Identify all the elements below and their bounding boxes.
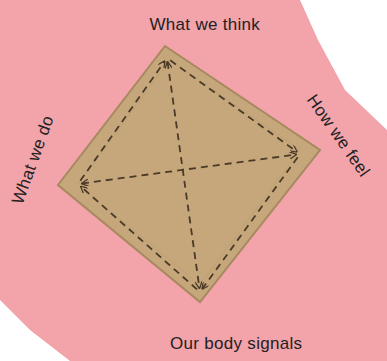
concept-label: Our body signals [170,334,302,354]
dashed-arrow [202,157,297,289]
cardboard-diamond [58,46,320,302]
concept-text: What we think [150,15,261,34]
cardboard-texture [78,60,300,285]
dashed-arrow [81,187,197,290]
dashed-arrow [80,61,164,180]
concept-text: Our body signals [170,334,302,353]
concept-label: What we think [150,15,261,35]
dashed-arrow [82,155,296,184]
dashed-arrow [168,62,200,288]
dashed-arrow [170,60,297,151]
